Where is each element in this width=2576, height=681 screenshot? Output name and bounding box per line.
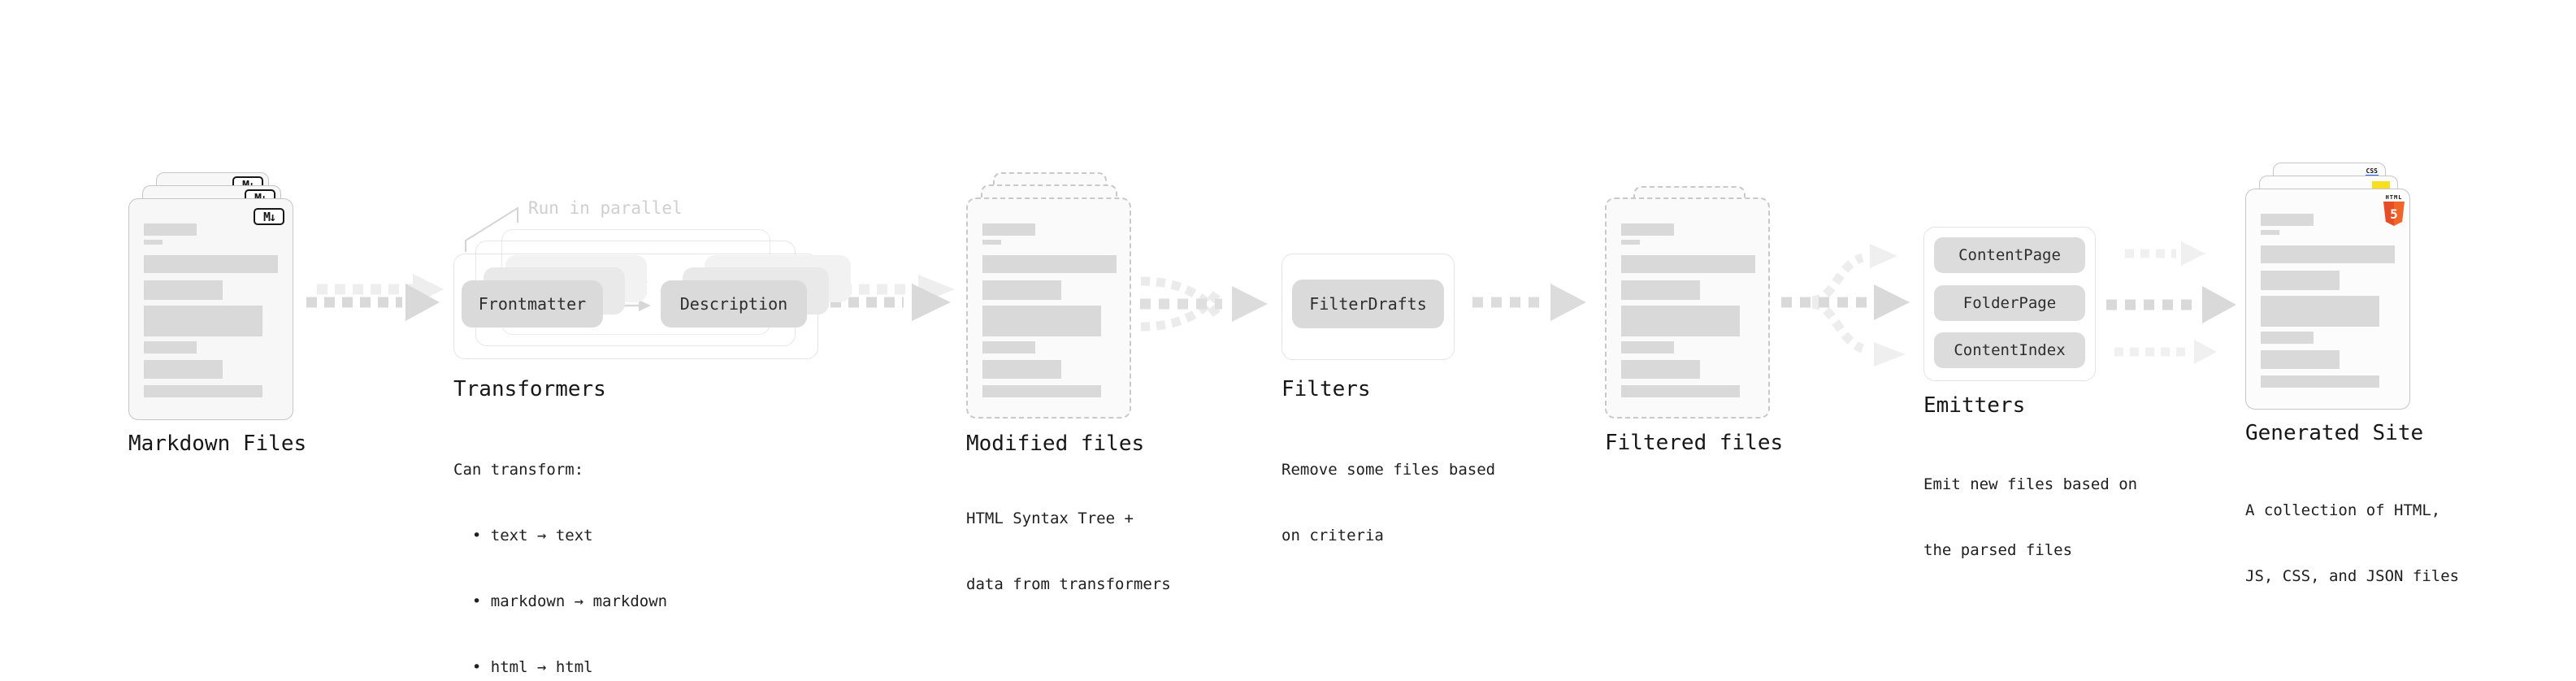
transformers-caption: Can transform: • text → text • markdown … (453, 415, 667, 681)
markdown-file-card-front: M↓ (128, 198, 293, 420)
stage-label-modified-files: Modified files (966, 432, 1145, 456)
run-in-parallel-annotation: Run in parallel (528, 198, 683, 218)
text-bar (144, 385, 262, 397)
stage-label-filtered-files: Filtered files (1605, 431, 1784, 455)
text-bar (1621, 360, 1700, 379)
stage-label-transformers: Transformers (453, 377, 606, 401)
html5-icon: HTML 5 (2383, 194, 2405, 226)
caption-line: data from transformers (966, 575, 1171, 593)
arrow-modified-to-filters-icon (1140, 276, 1268, 332)
text-bar (2261, 245, 2395, 263)
html5-icon-label: HTML (2385, 194, 2403, 201)
filters-caption: Remove some files based on criteria (1281, 415, 1495, 591)
text-bar (1621, 223, 1674, 236)
generated-file-card-html: HTML 5 (2245, 189, 2410, 410)
text-bar (2261, 230, 2279, 235)
caption-line: Can transform: (453, 461, 584, 479)
text-bar (144, 341, 197, 354)
html5-icon-shield: 5 (2383, 202, 2405, 226)
caption-line: the parsed files (1923, 541, 2073, 559)
text-bar (982, 360, 1061, 379)
caption-line: • markdown → markdown (453, 592, 668, 610)
transformer-pill-description: Description (661, 280, 807, 327)
generated-site-caption: A collection of HTML, JS, CSS, and JSON … (2245, 456, 2459, 631)
markdown-icon: M↓ (254, 208, 284, 225)
caption-line: A collection of HTML, (2245, 501, 2441, 519)
text-bar (2261, 296, 2379, 327)
text-bar (982, 240, 1001, 245)
arrow-filters-to-filtered-icon (1472, 284, 1586, 321)
modified-file-card-front (966, 197, 1131, 419)
modified-files-caption: HTML Syntax Tree + data from transformer… (966, 464, 1171, 640)
caption-line: JS, CSS, and JSON files (2245, 567, 2460, 585)
caption-line: on criteria (1281, 527, 1384, 544)
text-bar (144, 223, 197, 236)
text-bar (1621, 280, 1700, 300)
text-bar (144, 280, 223, 300)
text-bar (1621, 255, 1755, 273)
caption-line: Remove some files based (1281, 461, 1496, 479)
text-bar (982, 280, 1061, 300)
text-bar (144, 360, 223, 379)
text-bar (982, 385, 1101, 397)
text-bar (2261, 332, 2314, 344)
text-bar (1621, 240, 1640, 245)
text-bar (2261, 214, 2314, 226)
arrow-emitters-to-generated-icon (2106, 241, 2236, 364)
text-bar (144, 240, 163, 245)
javascript-icon (2372, 181, 2390, 190)
filter-pill-filterdrafts: FilterDrafts (1292, 280, 1444, 328)
text-bar (144, 255, 278, 273)
text-bar (1621, 385, 1740, 397)
stage-label-markdown-files: Markdown Files (128, 432, 307, 456)
emitter-pill-folderpage: FolderPage (1934, 285, 2085, 321)
text-bar (982, 306, 1101, 336)
caption-line: Emit new files based on (1923, 475, 2138, 493)
emitter-pill-contentpage: ContentPage (1934, 237, 2085, 273)
transformer-pill-frontmatter: Frontmatter (462, 280, 603, 327)
arrow-markdown-to-transformers-icon (306, 274, 444, 321)
caption-line: HTML Syntax Tree + (966, 510, 1134, 527)
emitter-pill-contentindex: ContentIndex (1934, 332, 2085, 368)
text-bar (1621, 341, 1674, 354)
filtered-file-card-front (1605, 197, 1770, 419)
text-bar (982, 223, 1035, 236)
caption-line: • html → html (453, 658, 593, 676)
text-bar (1621, 306, 1740, 336)
stage-label-filters: Filters (1281, 377, 1371, 401)
stage-label-generated-site: Generated Site (2245, 421, 2424, 445)
text-bar (982, 255, 1117, 273)
emitters-caption: Emit new files based on the parsed files (1923, 430, 2137, 605)
text-bar (2261, 271, 2340, 290)
text-bar (2261, 350, 2340, 369)
caption-line: • text → text (453, 527, 593, 544)
arrow-filtered-to-emitters-icon (1781, 244, 1910, 367)
text-bar (982, 341, 1035, 354)
text-bar (144, 306, 262, 336)
text-bar (2261, 375, 2379, 388)
stage-label-emitters: Emitters (1923, 393, 2026, 418)
